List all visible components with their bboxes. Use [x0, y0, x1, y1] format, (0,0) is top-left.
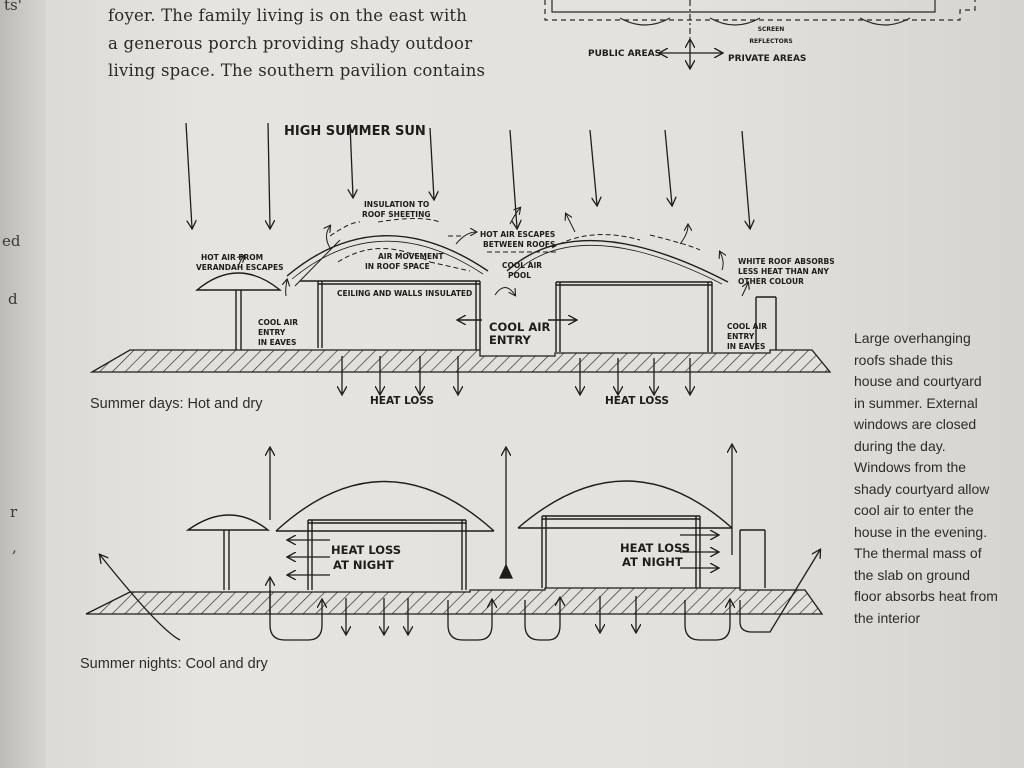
side-caption-line: the slab on ground [854, 567, 970, 583]
gutter-fragment: ed [2, 232, 21, 250]
hot-air-roofs-label-2: BETWEEN ROOFS [483, 240, 555, 249]
white-roof-label-1: WHITE ROOF ABSORBS [738, 257, 835, 266]
heat-loss-night-left-label-1: HEAT LOSS [331, 543, 401, 557]
hot-air-verandah-label-1: HOT AIR FROM [201, 253, 263, 262]
gutter-fragment: , [12, 538, 17, 556]
side-caption-line: in summer. External [854, 395, 978, 411]
side-caption-line: floor absorbs heat from [854, 588, 998, 604]
floor-plan-fragment [544, 0, 976, 38]
gutter-fragment: r [10, 503, 18, 521]
night-caption: Summer nights: Cool and dry [80, 656, 268, 672]
white-roof-label-2: LESS HEAT THAN ANY [738, 267, 829, 276]
hot-air-verandah-label-2: VERANDAH ESCAPES [196, 263, 284, 272]
air-movement-label-1: AIR MOVEMENT [378, 252, 444, 261]
air-movement-label-2: IN ROOF SPACE [365, 262, 430, 271]
side-caption-line: during the day. [854, 438, 946, 454]
white-roof-label-3: OTHER COLOUR [738, 277, 804, 286]
heat-loss-night-left-label-2: AT NIGHT [333, 558, 394, 572]
side-caption-line: roofs shade this [854, 352, 953, 368]
cool-entry-left-label-3: IN EAVES [258, 338, 296, 347]
cool-entry-right-label-2: ENTRY [727, 332, 755, 341]
side-caption-line: shady courtyard allow [854, 481, 990, 497]
screen-label: SCREEN [758, 26, 785, 33]
cool-air-pool-label-2: POOL [508, 271, 531, 280]
body-text-line: a generous porch providing shady outdoor [108, 34, 473, 53]
side-caption-line: windows are closed [854, 416, 977, 432]
side-caption-line: Large overhanging [854, 330, 971, 346]
heat-loss-night-right-label-2: AT NIGHT [622, 555, 683, 569]
private-areas-label: PRIVATE AREAS [728, 54, 806, 64]
side-caption-line: cool air to enter the [854, 502, 974, 518]
gutter-fragment: ts' [4, 0, 22, 14]
cool-entry-center-label-1: COOL AIR [489, 320, 551, 334]
page-gutter: ts' ed d r , [0, 0, 46, 768]
side-caption-line: house and courtyard [854, 373, 982, 389]
heat-loss-night-right-label-1: HEAT LOSS [620, 541, 690, 555]
cool-entry-center-label-2: ENTRY [489, 333, 532, 347]
gutter-fragment: d [8, 290, 18, 308]
ceiling-insulated-label: CEILING AND WALLS INSULATED [337, 289, 472, 298]
body-text-line: foyer. The family living is on the east … [108, 6, 468, 25]
summer-day-section: HIGH SUMMER SUN INSULATION TO ROOF SHEET… [89, 122, 835, 407]
cool-entry-right-label-1: COOL AIR [727, 322, 767, 331]
body-text-line: living space. The southern pavilion cont… [108, 61, 486, 80]
insulation-label-2: ROOF SHEETING [362, 210, 431, 219]
side-caption-line: Windows from the [854, 459, 967, 475]
public-areas-label: PUBLIC AREAS [588, 49, 661, 59]
summer-night-section: HEAT LOSS AT NIGHT HEAT LOSS AT NIGHT [85, 445, 824, 641]
day-caption: Summer days: Hot and dry [90, 396, 263, 412]
cool-entry-right-label-3: IN EAVES [727, 342, 765, 351]
high-summer-sun-title: HIGH SUMMER SUN [284, 124, 426, 139]
side-caption-line: the interior [854, 610, 921, 626]
insulation-label-1: INSULATION TO [364, 200, 429, 209]
cool-entry-left-label-2: ENTRY [258, 328, 286, 337]
cool-air-pool-label-1: COOL AIR [502, 261, 542, 270]
side-caption-line: The thermal mass of [854, 545, 982, 561]
cool-entry-left-label-1: COOL AIR [258, 318, 298, 327]
hot-air-roofs-label-1: HOT AIR ESCAPES [480, 230, 555, 239]
heat-loss-day-right-label: HEAT LOSS [605, 395, 669, 407]
heat-loss-day-left-label: HEAT LOSS [370, 395, 434, 407]
side-caption-line: house in the evening. [854, 524, 988, 540]
reflectors-label: REFLECTORS [749, 38, 792, 45]
public-private-arrows [660, 40, 722, 68]
